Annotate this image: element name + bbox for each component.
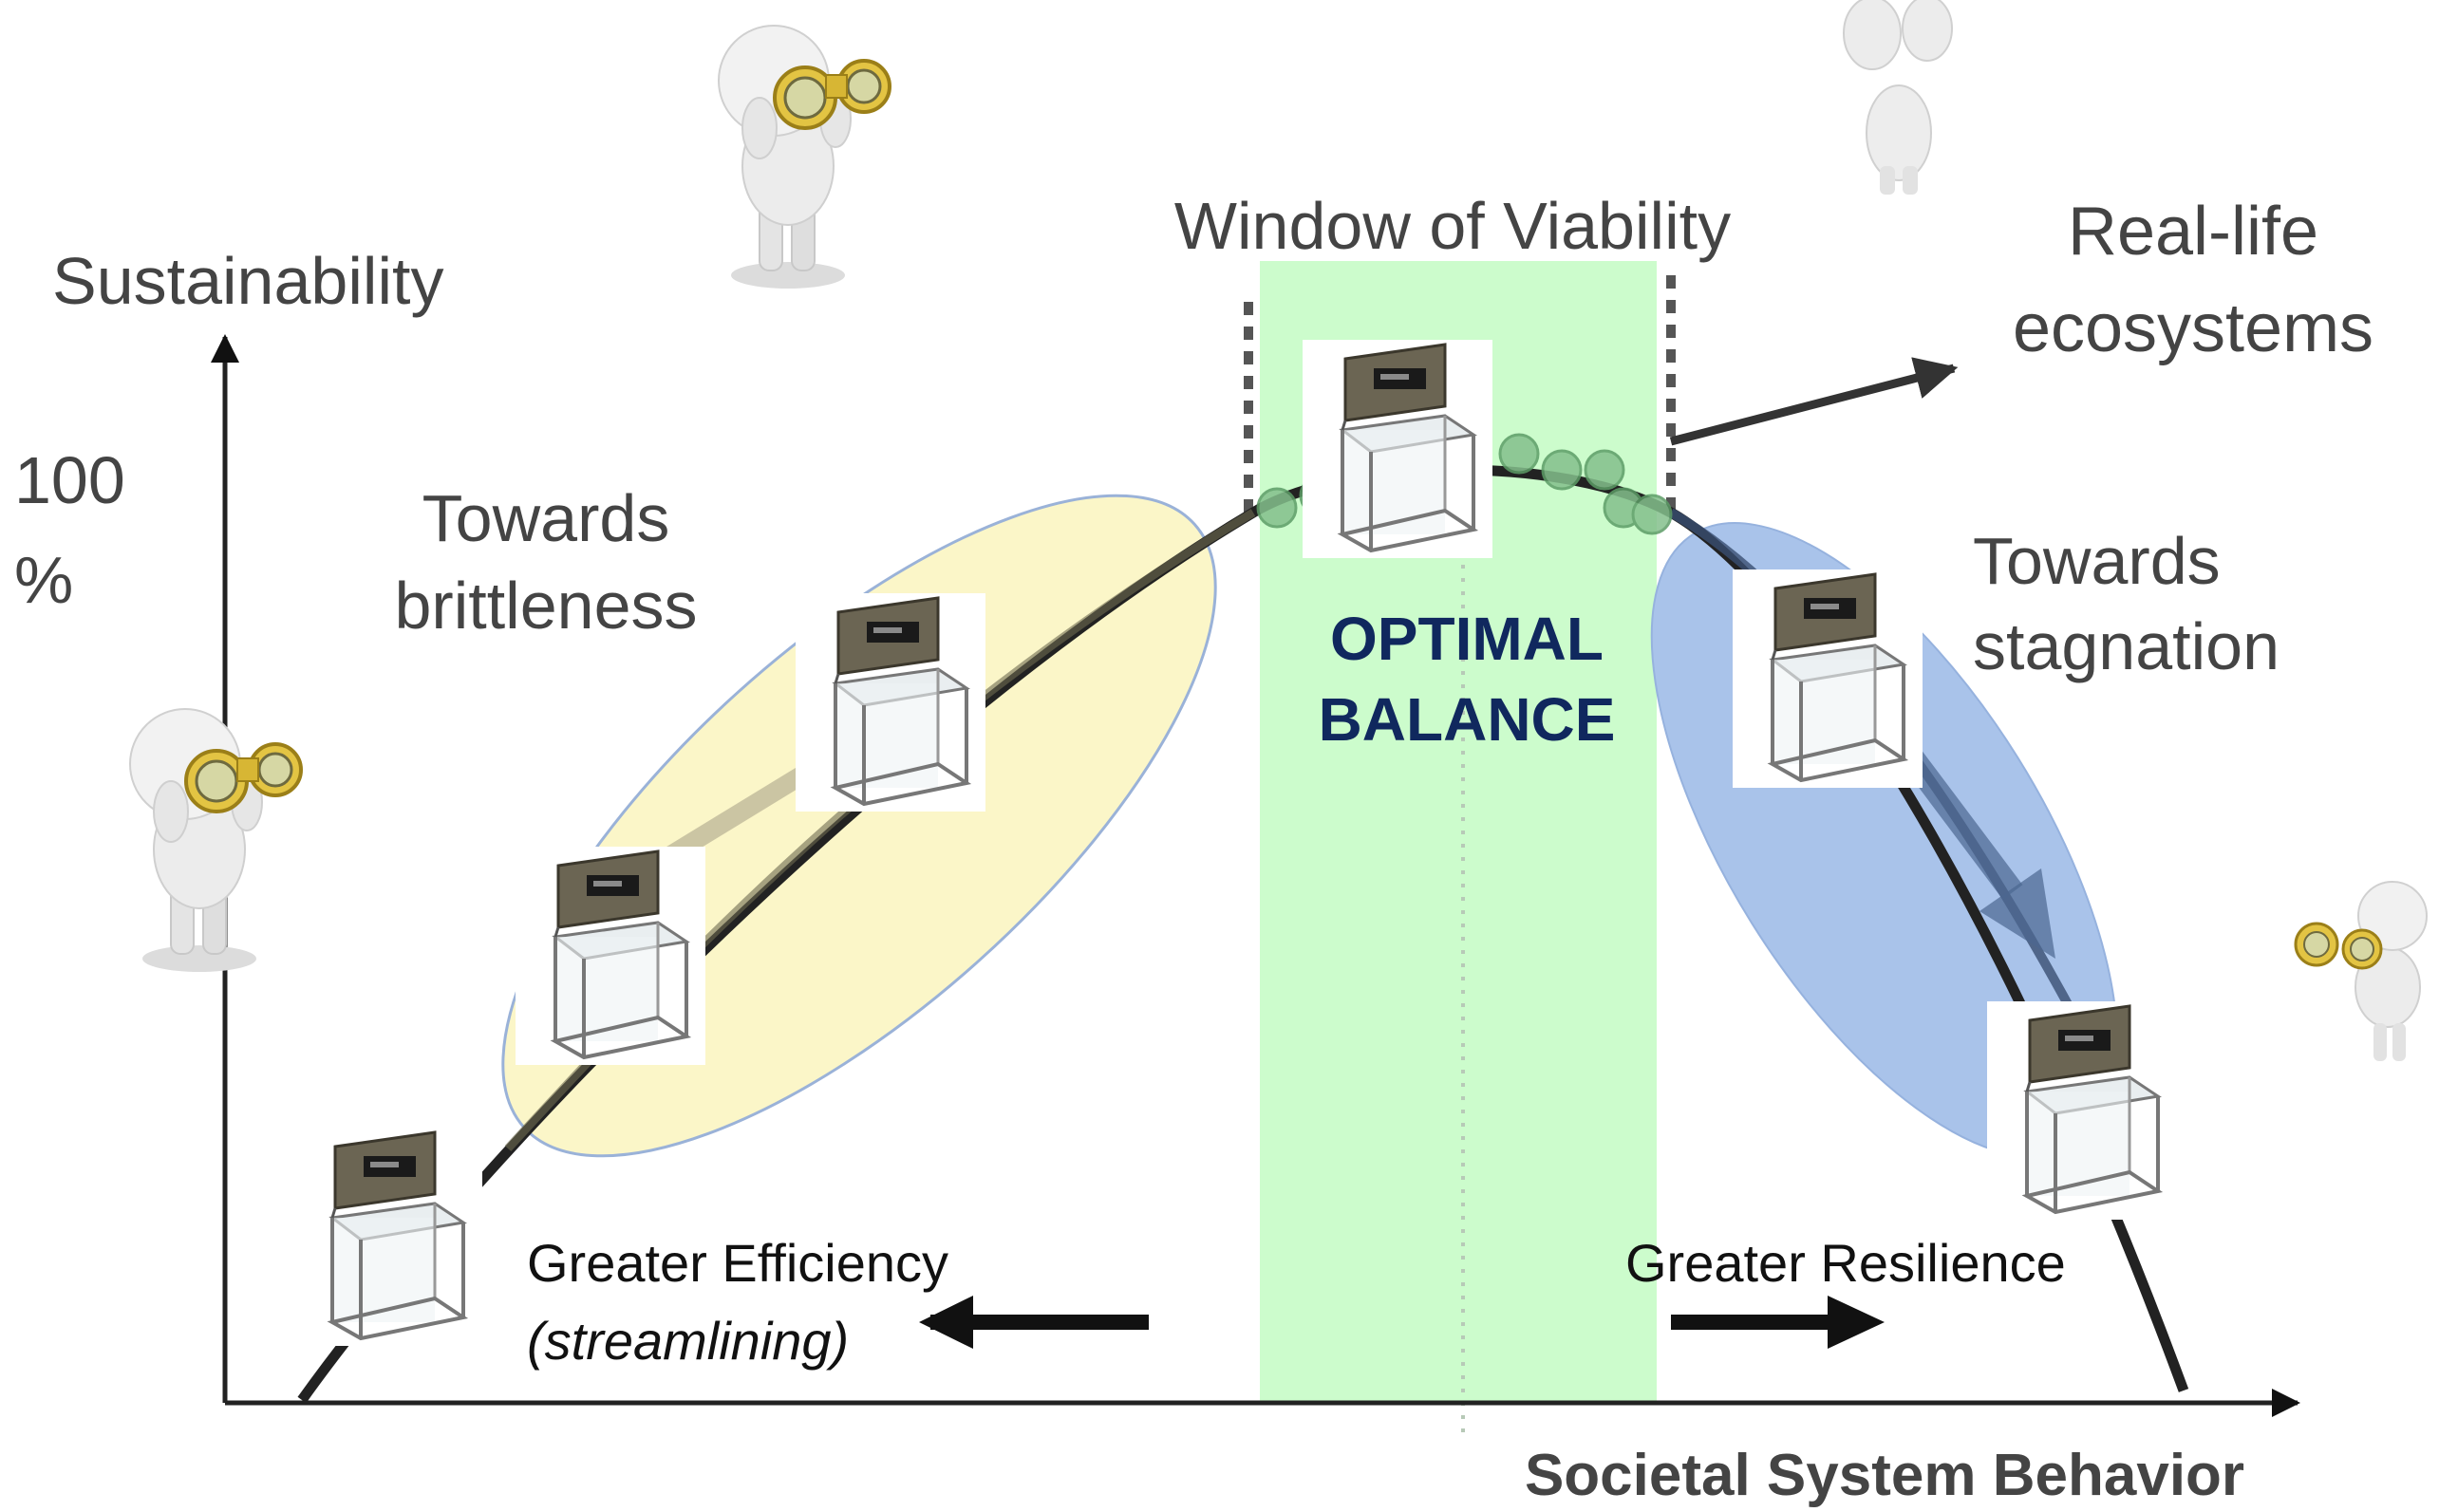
efficiency-sublabel: (streamlining) [527, 1311, 849, 1371]
brittleness-label-line2: brittleness [394, 569, 697, 643]
observer-with-binoculars-icon [717, 24, 891, 290]
curve-left-highlight [504, 509, 1256, 1152]
glass-box-icon [1731, 568, 1924, 790]
observer-top-right-icon [1843, 0, 1953, 195]
observer-right-icon [2294, 881, 2428, 1061]
glass-box-icon [1301, 338, 1494, 560]
window-label: Window of Viability [1174, 189, 1731, 263]
observer-with-binoculars-icon [128, 707, 303, 974]
efficiency-arrowhead [919, 1296, 973, 1349]
y-axis-tick-unit: % [14, 543, 73, 617]
glass-box-icon [1985, 999, 2179, 1222]
brittleness-label-line1: Towards [422, 481, 670, 555]
real-life-label-line2: ecosystems [2013, 290, 2373, 366]
ecosystems-arrow [1669, 357, 1959, 446]
resilience-arrowhead [1828, 1296, 1885, 1349]
stagnation-label-line1: Towards [1973, 524, 2221, 598]
real-life-label-line1: Real-life [2068, 194, 2318, 270]
glass-box-icon [514, 845, 707, 1067]
x-axis-label: Societal System Behavior [1525, 1443, 2244, 1508]
stagnation-direction-arrowhead [1979, 868, 2055, 959]
y-axis-label: Sustainability [52, 244, 443, 318]
glass-box-icon [291, 1126, 484, 1348]
efficiency-label: Greater Efficiency [527, 1233, 948, 1293]
stagnation-label-line2: stagnation [1973, 609, 2280, 683]
optimal-label-line1: OPTIMAL [1330, 605, 1604, 673]
y-axis-tick-value: 100 [14, 443, 125, 517]
optimal-label-line2: BALANCE [1319, 685, 1616, 754]
glass-box-icon [794, 591, 987, 813]
resilience-label: Greater Resilience [1625, 1233, 2066, 1293]
